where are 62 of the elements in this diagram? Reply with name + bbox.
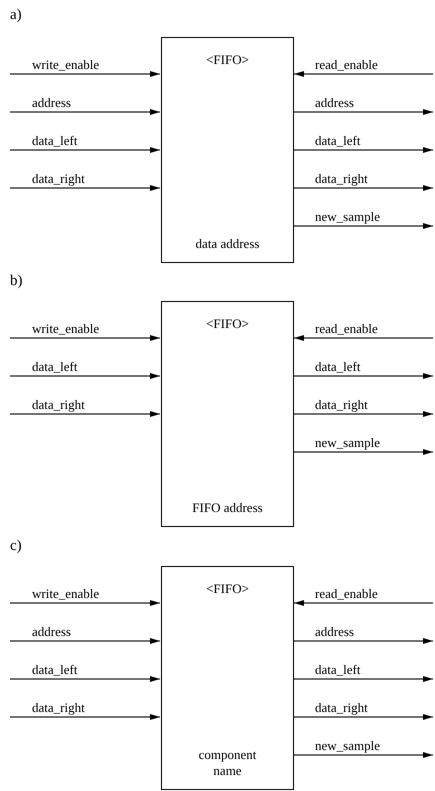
panel-label: b) xyxy=(10,272,22,290)
signal-arrow xyxy=(294,71,434,77)
signal-arrow xyxy=(294,223,434,229)
signal-arrow xyxy=(294,714,434,720)
component-type: <FIFO> xyxy=(205,316,250,331)
signal-label: address xyxy=(32,624,71,639)
signal-arrow xyxy=(294,335,434,341)
signal-label: read_enable xyxy=(315,57,378,72)
signal-label: data_left xyxy=(32,133,78,148)
signal-arrow xyxy=(294,638,434,644)
component-box xyxy=(161,37,294,263)
signal-arrow xyxy=(294,449,434,455)
signal-label: read_enable xyxy=(315,321,378,336)
signal-arrow xyxy=(10,638,160,644)
signal-label: data_right xyxy=(315,171,368,186)
signal-arrow xyxy=(294,147,434,153)
signal-label: write_enable xyxy=(32,321,100,336)
signal-label: read_enable xyxy=(315,586,378,601)
signal-arrow xyxy=(10,676,160,682)
signal-label: address xyxy=(315,95,354,110)
component-box xyxy=(161,301,294,527)
signal-arrow xyxy=(294,411,434,417)
signal-label: data_right xyxy=(32,397,85,412)
signal-label: data_right xyxy=(32,700,85,715)
signal-arrow xyxy=(294,373,434,379)
signal-arrow xyxy=(10,714,160,720)
signal-label: new_sample xyxy=(315,435,380,450)
signal-arrow xyxy=(294,109,434,115)
component-name: FIFO address xyxy=(191,500,264,516)
signal-arrow xyxy=(10,147,160,153)
signal-arrow xyxy=(294,752,434,758)
signal-arrow xyxy=(10,373,160,379)
signal-label: data_left xyxy=(315,359,360,374)
signal-arrow xyxy=(10,71,160,77)
signal-label: data_left xyxy=(32,359,78,374)
component-name: component name xyxy=(198,747,258,779)
signal-arrow xyxy=(10,411,160,417)
signal-arrow xyxy=(10,600,160,606)
signal-label: write_enable xyxy=(32,57,100,72)
panel-label: c) xyxy=(10,537,22,555)
signal-arrow xyxy=(10,109,160,115)
signal-arrow xyxy=(294,676,434,682)
signal-label: data_left xyxy=(315,662,360,677)
signal-label: address xyxy=(32,95,71,110)
panel-label: a) xyxy=(10,6,22,24)
signal-label: data_right xyxy=(315,700,368,715)
signal-label: new_sample xyxy=(315,209,380,224)
signal-label: write_enable xyxy=(32,586,100,601)
signal-arrow xyxy=(294,600,434,606)
component-name: data address xyxy=(194,236,260,252)
component-type: <FIFO> xyxy=(205,581,250,596)
signal-arrow xyxy=(10,185,160,191)
signal-label: data_right xyxy=(32,171,85,186)
signal-arrow xyxy=(294,185,434,191)
signal-label: data_left xyxy=(315,133,360,148)
signal-label: data_left xyxy=(32,662,78,677)
signal-label: new_sample xyxy=(315,738,380,753)
component-box xyxy=(161,566,294,790)
signal-arrow xyxy=(10,335,160,341)
signal-label: data_right xyxy=(315,397,368,412)
component-type: <FIFO> xyxy=(205,52,250,67)
signal-label: address xyxy=(315,624,354,639)
